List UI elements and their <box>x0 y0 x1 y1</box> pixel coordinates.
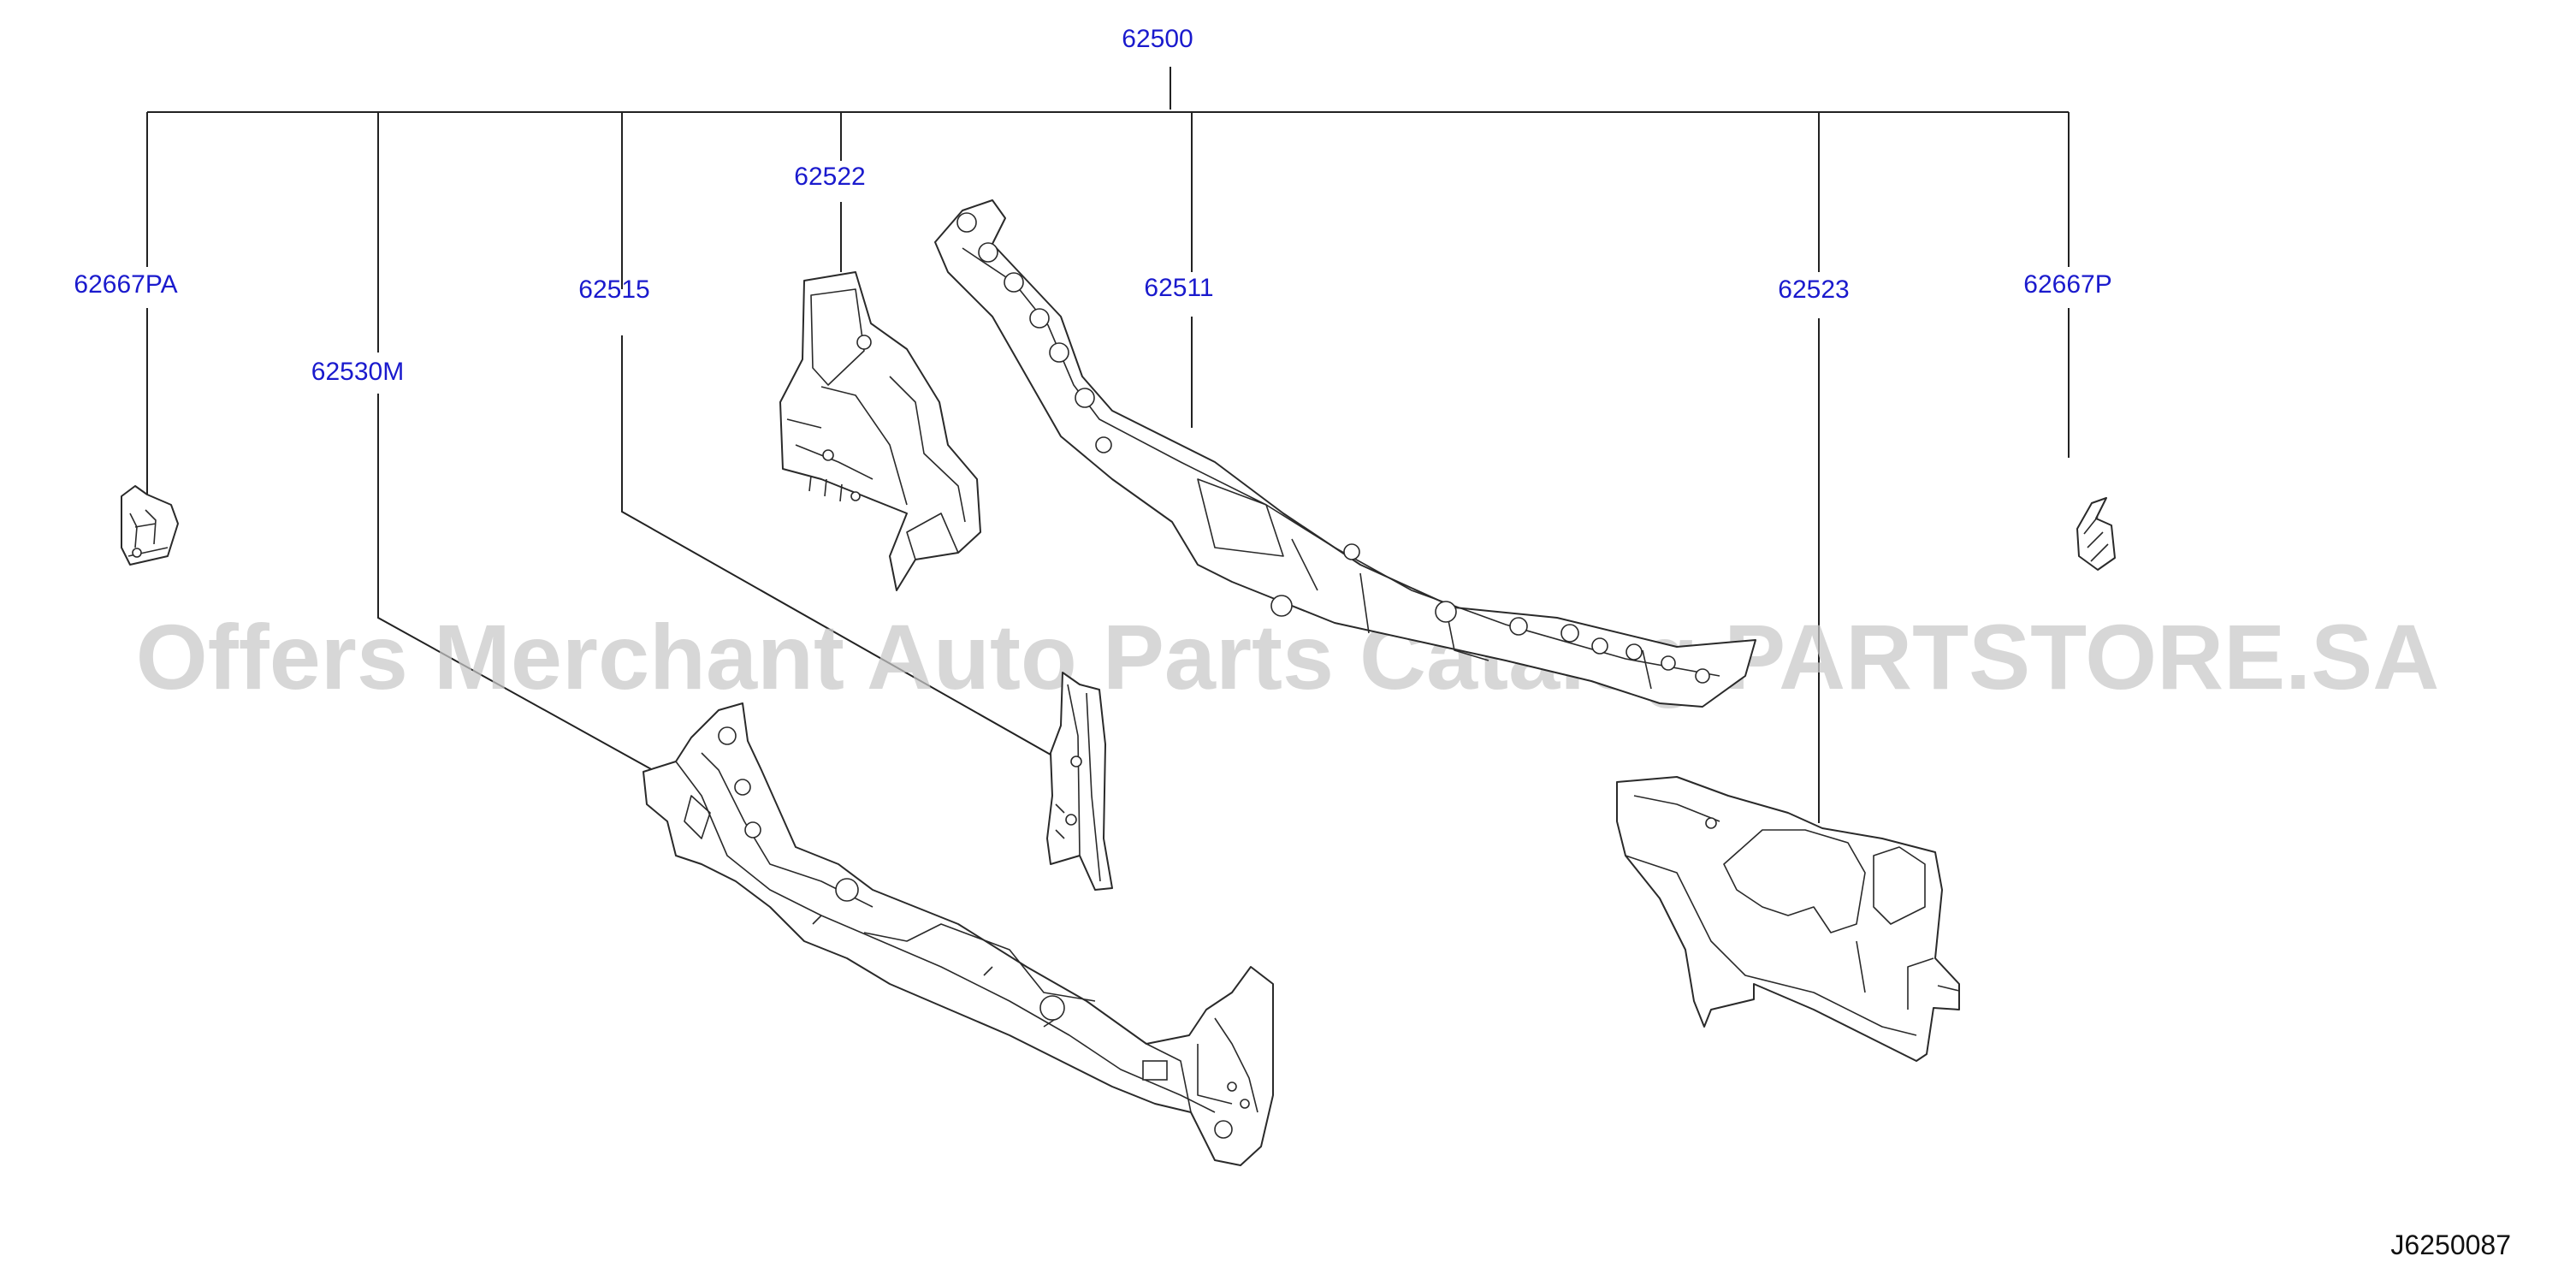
part-62667PA-drawing <box>121 485 179 566</box>
part-62523-drawing <box>1616 776 1960 1062</box>
label-part-62522[interactable]: 62522 <box>794 163 865 191</box>
label-assembly-62500[interactable]: 62500 <box>1122 25 1193 53</box>
label-part-62511[interactable]: 62511 <box>1144 274 1213 302</box>
watermark: Offers Merchant Auto Parts Catalog PARTS… <box>136 605 2439 708</box>
part-62667P-drawing <box>2076 497 2116 571</box>
part-62511-drawing <box>934 199 1756 708</box>
label-part-62515[interactable]: 62515 <box>578 276 649 304</box>
part-62515-drawing <box>1046 672 1113 891</box>
label-part-62667P[interactable]: 62667P <box>2023 270 2111 299</box>
part-labels: 62500 62667PA 62530M 62515 62522 62511 6… <box>74 25 2111 386</box>
part-62530M-drawing <box>643 702 1274 1166</box>
label-part-62530M[interactable]: 62530M <box>311 358 404 386</box>
label-part-62523[interactable]: 62523 <box>1778 276 1849 304</box>
label-part-62667PA[interactable]: 62667PA <box>74 270 177 299</box>
part-62522-drawing <box>779 271 981 591</box>
leader-lines <box>146 67 2070 823</box>
leader-62530M <box>377 112 677 784</box>
leader-62515 <box>621 112 1051 756</box>
diagram-code: J6250087 <box>2390 1230 2511 1260</box>
